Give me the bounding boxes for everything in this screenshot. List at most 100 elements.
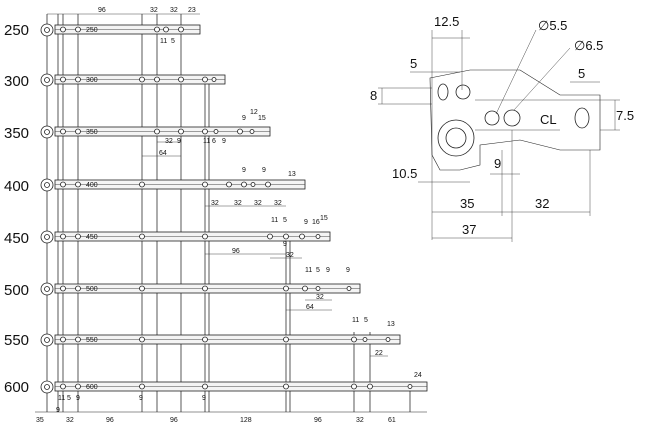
detail-dim-dia-5-5: ∅5.5 — [538, 18, 567, 33]
rail-550: 550 — [40, 333, 401, 347]
size-label-300: 300 — [4, 73, 29, 90]
row550-dimensions: 11 5 13 22 — [352, 317, 395, 357]
mid-dim-9b: 9 — [202, 395, 206, 402]
top-dim-96: 96 — [98, 7, 106, 14]
detail-dim-8: 8 — [370, 88, 377, 103]
rail-300: 300 — [40, 73, 226, 87]
row400-dim-9a: 9 — [242, 167, 246, 174]
rail-350: 350 — [40, 125, 271, 139]
row450-dim-96: 96 — [232, 248, 240, 255]
row400-dim-9b: 9 — [262, 167, 266, 174]
row550-dim-22: 22 — [375, 350, 383, 357]
row400-dimensions: 9 9 13 32 32 32 32 — [205, 167, 296, 207]
bottom-dim-128: 128 — [240, 417, 252, 424]
row500-dim-5: 5 — [316, 267, 320, 274]
detail-dim-9: 9 — [494, 156, 501, 171]
size-label-400: 400 — [4, 178, 29, 195]
detail-dim-12-5: 12.5 — [434, 14, 459, 29]
detail-drawing: 12.5 ∅5.5 ∅6.5 5 5 8 CL 7.5 10.5 9 35 32… — [370, 14, 634, 242]
rail-mark-450: 450 — [86, 234, 98, 241]
row400-dim-13: 13 — [288, 171, 296, 178]
row350-dim-32: 32 — [165, 138, 173, 145]
top-dim-32b: 32 — [170, 7, 178, 14]
rail-500: 500 — [40, 282, 361, 296]
detail-cl: CL — [540, 112, 557, 127]
left-dim-9b: 9 — [76, 395, 80, 402]
size-label-600: 600 — [4, 379, 29, 396]
mid-dim-9: 9 — [139, 395, 143, 402]
size-label-500: 500 — [4, 282, 29, 299]
bottom-dim-61: 61 — [388, 417, 396, 424]
left-dim-9: 9 — [56, 407, 60, 414]
bottom-dim-96a: 96 — [106, 417, 114, 424]
top-dim-5: 5 — [171, 38, 175, 45]
row400-dim-32d: 32 — [274, 200, 282, 207]
row450-dim-9b: 9 — [283, 241, 287, 248]
bottom-dim-96c: 96 — [314, 417, 322, 424]
rail-mark-400: 400 — [86, 182, 98, 189]
row550-dim-11: 11 — [352, 317, 359, 324]
rail-600: 600 — [40, 380, 428, 394]
row450-dim-5: 5 — [283, 217, 287, 224]
bottom-dim-96b: 96 — [170, 417, 178, 424]
detail-dim-35: 35 — [460, 196, 474, 211]
row500-dim-11: 11 — [305, 267, 312, 274]
detail-dim-5-right: 5 — [578, 66, 585, 81]
left-dim-5: 5 — [67, 395, 71, 402]
row350-dim-9b: 9 — [177, 138, 181, 145]
rail-mark-350: 350 — [86, 129, 98, 136]
row600-dim-24: 24 — [414, 372, 422, 379]
left-small-dims: 9 11 5 9 9 9 — [56, 395, 206, 414]
row450-dim-9: 9 — [304, 219, 308, 226]
row450-dim-32: 32 — [286, 252, 294, 259]
row600-dimensions: 24 — [414, 372, 422, 379]
row550-dim-13: 13 — [387, 321, 395, 328]
reference-lines — [46, 14, 411, 412]
bottom-dim-32a: 32 — [66, 417, 74, 424]
rail-mark-550: 550 — [86, 337, 98, 344]
row500-dim-64: 64 — [306, 304, 314, 311]
row350-dimensions: 12 9 15 32 9 64 11 6 9 — [142, 109, 266, 157]
row450-dim-15: 15 — [320, 215, 328, 222]
row400-dim-32c: 32 — [254, 200, 262, 207]
size-label-350: 350 — [4, 125, 29, 142]
detail-dim-10-5: 10.5 — [392, 166, 417, 181]
bottom-dim-32b: 32 — [356, 417, 364, 424]
row350-dim-64: 64 — [159, 150, 167, 157]
top-dim-23: 23 — [188, 7, 196, 14]
row350-dim-15: 15 — [258, 115, 266, 122]
row450-dim-11: 11 — [271, 217, 278, 224]
top-dimensions: 96 32 32 23 11 5 — [47, 7, 200, 45]
rail-250: 250 — [40, 23, 201, 37]
row400-dim-32a: 32 — [211, 200, 219, 207]
size-label-450: 450 — [4, 230, 29, 247]
detail-dim-dia-6-5: ∅6.5 — [574, 38, 603, 53]
row450-dimensions: 11 5 9 16 15 96 32 9 — [205, 215, 328, 259]
bottom-dimensions: 35 32 96 96 128 96 32 61 — [35, 411, 427, 424]
rail-mark-300: 300 — [86, 77, 98, 84]
size-labels: 250 300 350 400 450 500 550 600 — [4, 22, 29, 396]
row500-dim-32: 32 — [316, 294, 324, 301]
top-dim-32a: 32 — [150, 7, 158, 14]
left-dim-11: 11 — [58, 395, 65, 402]
size-label-550: 550 — [4, 332, 29, 349]
row350-dim-9a: 9 — [242, 115, 246, 122]
row550-dim-5: 5 — [364, 317, 368, 324]
row400-dim-32b: 32 — [234, 200, 242, 207]
detail-dim-32: 32 — [535, 196, 549, 211]
rail-mark-250: 250 — [86, 27, 98, 34]
row500-dimensions: 11 5 9 9 32 64 — [286, 267, 350, 311]
detail-dim-7-5: 7.5 — [616, 108, 634, 123]
row450-dim-16: 16 — [312, 219, 320, 226]
rail-mark-500: 500 — [86, 286, 98, 293]
detail-dim-5-left: 5 — [410, 56, 417, 71]
rail-450: 450 — [40, 230, 331, 244]
rail-mark-600: 600 — [86, 384, 98, 391]
row350-dim-9c: 9 — [222, 138, 226, 145]
row350-dim-11: 11 — [203, 138, 210, 145]
detail-dim-37: 37 — [462, 222, 476, 237]
rail-400: 400 — [40, 178, 306, 192]
top-dim-11: 11 — [160, 38, 167, 45]
row350-dim-12: 12 — [250, 109, 258, 116]
